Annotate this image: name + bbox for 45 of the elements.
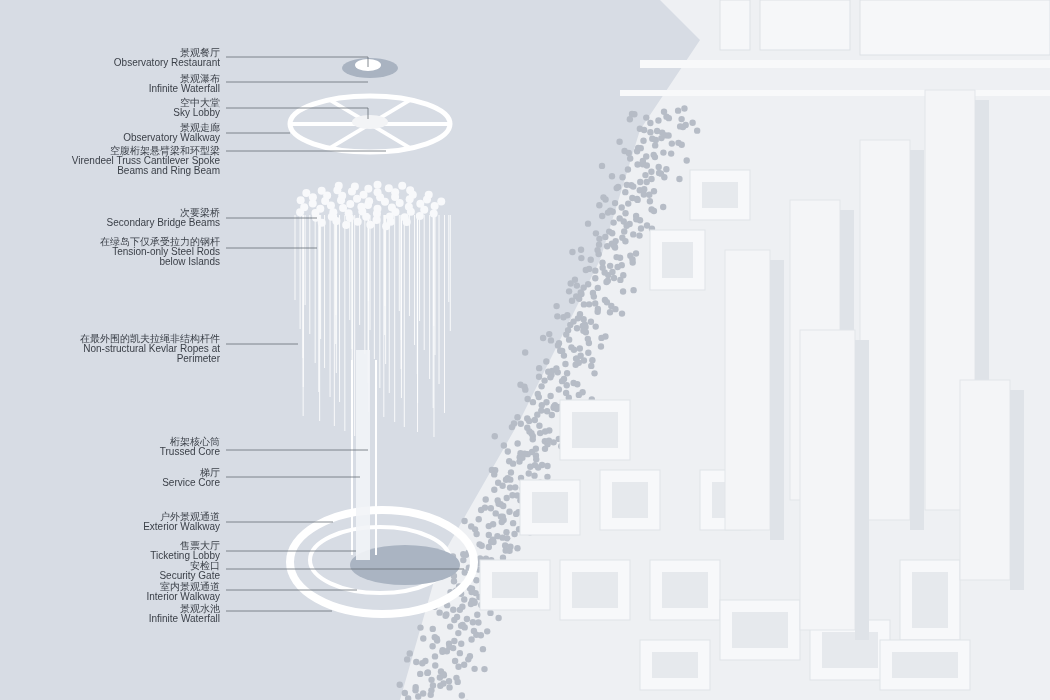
chinese-label: 梯厅 [200,468,220,478]
english-label: Trussed Core [159,447,220,457]
chinese-label: 售票大厅 [180,541,220,551]
leader-line [225,476,361,478]
english-label: Infinite Waterfall [148,84,220,94]
chinese-label: 景观瀑布 [180,74,220,84]
english-label: Secondary Bridge Beams [106,218,220,228]
leader-line [225,247,318,249]
english-label: Sky Lobby [173,108,220,118]
leader-line [225,217,318,219]
chinese-label: 空中大堂 [180,98,220,108]
chinese-label: 次要梁桥 [180,208,220,218]
english-label: Interior Walkway [146,592,220,602]
chinese-label: 户外景观通道 [160,512,220,522]
leader-line [225,568,465,570]
chinese-label: 安检口 [190,561,220,571]
leader-line [225,449,369,451]
leader-line [225,550,357,552]
leader-line [225,132,291,134]
chinese-label: 桁架核心筒 [170,437,220,447]
leader-line [225,521,334,523]
leader-line [225,81,369,83]
leader-line [225,56,369,68]
english-label: Security Gate [159,571,220,581]
chinese-label: 景观餐厅 [180,48,220,58]
english-label: Infinite Waterfall [148,614,220,624]
chinese-label: 景观水池 [180,604,220,614]
leader-line [225,150,387,152]
leader-line [225,589,358,591]
english-label: Exterior Walkway [143,522,220,532]
chinese-label: 在绿岛下仅承受拉力的钢杆 [100,237,220,247]
leader-line [225,343,299,345]
english-label: Observatory Restaurant [113,58,220,68]
chinese-label: 景观走廊 [180,123,220,133]
english-label: Ticketing Lobby [150,551,220,561]
english-label: Observatory Walkway [123,133,220,143]
leader-line [225,610,333,612]
english-label: Tension-only Steel Rods below Islands [112,247,220,267]
chinese-label: 空腹桁架悬臂梁和环型梁 [110,146,220,156]
english-label: Virendeel Truss Cantilever Spoke Beams and Ring Beam [70,156,220,176]
chinese-label: 室内景观通道 [160,582,220,592]
chinese-label: 在最外围的凯夫拉绳非结构杆件 [80,334,220,344]
leader-line [225,107,369,120]
english-label: Service Core [162,478,220,488]
english-label: Non-structural Kevlar Ropes at Perimeter [83,344,220,364]
